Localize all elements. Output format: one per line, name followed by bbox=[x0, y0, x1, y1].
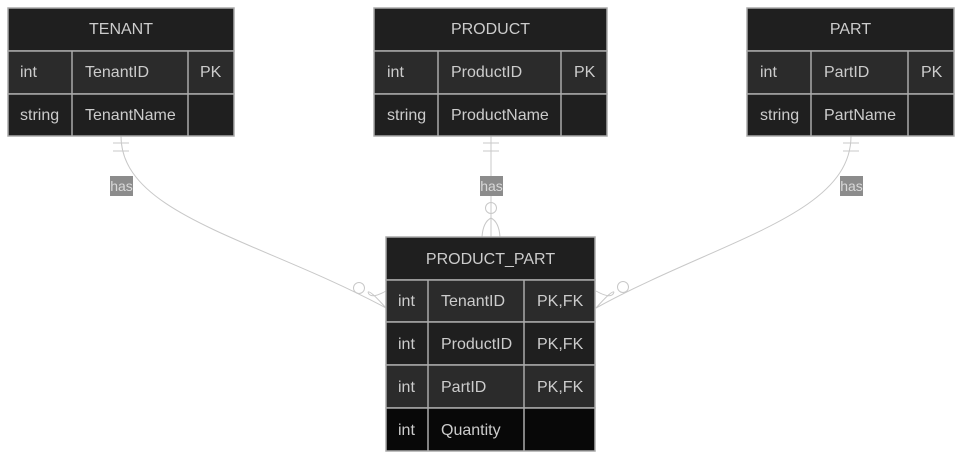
attribute-row bbox=[7, 93, 235, 137]
crow-foot-part bbox=[595, 290, 615, 309]
entity-header bbox=[746, 7, 955, 52]
attribute-name: PartName bbox=[824, 107, 896, 124]
attribute-name: Quantity bbox=[441, 422, 501, 439]
relationship-label-text: has bbox=[480, 178, 503, 194]
relationship-line-tenant-product-part bbox=[120, 135, 387, 309]
attribute-type: int bbox=[387, 64, 404, 81]
attribute-row bbox=[373, 50, 608, 95]
relationship-label-product: has bbox=[480, 176, 503, 196]
attribute-type: int bbox=[398, 336, 415, 353]
attribute-name: ProductName bbox=[451, 107, 549, 124]
entity-title: PRODUCT bbox=[451, 21, 530, 38]
attribute-row bbox=[373, 93, 608, 137]
crow-foot-tenant bbox=[367, 290, 387, 309]
entity-header bbox=[7, 7, 235, 52]
entity-title: PART bbox=[830, 21, 871, 38]
attribute-key: PK,FK bbox=[537, 293, 584, 310]
entity-product-part[interactable]: PRODUCT_PART int TenantID PK,FK int Prod… bbox=[385, 236, 596, 452]
entity-title: TENANT bbox=[89, 21, 153, 38]
zero-marker-part bbox=[617, 281, 629, 293]
attribute-key: PK,FK bbox=[537, 336, 584, 353]
attribute-key: PK bbox=[200, 64, 222, 81]
attribute-type: int bbox=[398, 379, 415, 396]
attribute-row bbox=[385, 407, 596, 452]
label-background bbox=[840, 176, 863, 196]
attribute-row bbox=[746, 50, 955, 95]
attribute-name: PartID bbox=[824, 64, 869, 81]
attribute-row bbox=[385, 279, 596, 323]
attribute-key: PK,FK bbox=[537, 379, 584, 396]
label-background bbox=[110, 176, 133, 196]
attribute-row bbox=[385, 364, 596, 409]
relationship-label-tenant: has bbox=[110, 176, 133, 196]
attribute-type: string bbox=[760, 107, 799, 124]
attribute-type: int bbox=[398, 422, 415, 439]
relationship-label-part: has bbox=[840, 176, 863, 196]
attribute-name: TenantName bbox=[85, 107, 176, 124]
attribute-row bbox=[385, 321, 596, 366]
crow-foot-product bbox=[481, 217, 501, 238]
entity-part[interactable]: PART int PartID PK string PartName bbox=[746, 7, 955, 137]
attribute-type: int bbox=[398, 293, 415, 310]
attribute-name: TenantID bbox=[85, 64, 149, 81]
zero-marker-tenant bbox=[353, 282, 365, 294]
entity-title: PRODUCT_PART bbox=[426, 251, 555, 268]
relationship-line-part-product-part bbox=[595, 135, 852, 309]
attribute-type: int bbox=[760, 64, 777, 81]
attribute-row bbox=[7, 50, 235, 95]
label-background bbox=[480, 176, 503, 196]
attribute-name: ProductID bbox=[451, 64, 522, 81]
attribute-type: string bbox=[20, 107, 59, 124]
attribute-name: TenantID bbox=[441, 293, 505, 310]
attribute-row bbox=[746, 93, 955, 137]
attribute-name: ProductID bbox=[441, 336, 512, 353]
relationship-label-text: has bbox=[110, 178, 133, 194]
attribute-key: PK bbox=[921, 64, 943, 81]
attribute-key: PK bbox=[574, 64, 596, 81]
relationship-lines bbox=[113, 135, 859, 309]
entity-header bbox=[373, 7, 608, 52]
attribute-type: string bbox=[387, 107, 426, 124]
attribute-type: int bbox=[20, 64, 37, 81]
zero-marker-product bbox=[485, 202, 497, 214]
relationship-label-text: has bbox=[840, 178, 863, 194]
entity-header bbox=[385, 236, 596, 281]
entity-tenant[interactable]: TENANT int TenantID PK string TenantName bbox=[7, 7, 235, 137]
entity-product[interactable]: PRODUCT int ProductID PK string ProductN… bbox=[373, 7, 608, 137]
attribute-name: PartID bbox=[441, 379, 486, 396]
